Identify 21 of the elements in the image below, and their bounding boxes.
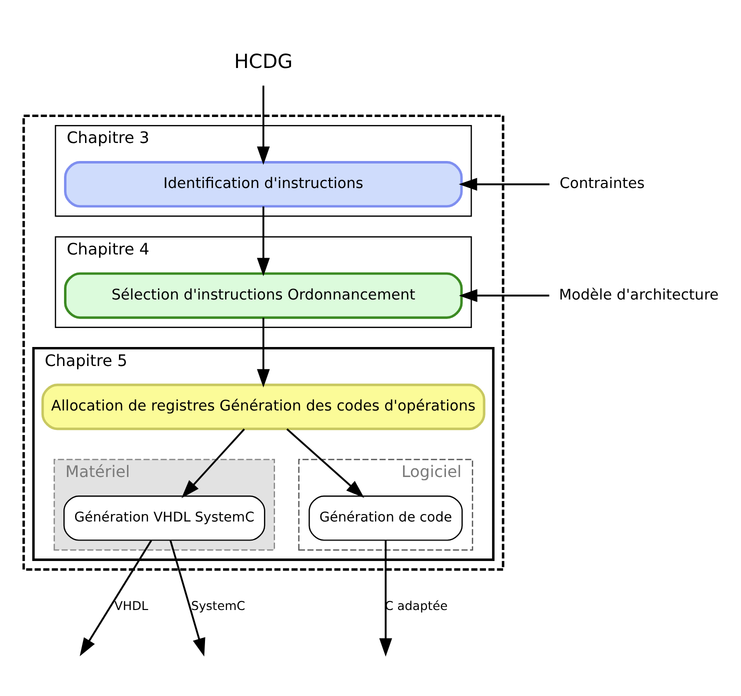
node-text: HCDG bbox=[234, 50, 292, 73]
arrow bbox=[79, 540, 152, 656]
arrow bbox=[378, 540, 392, 657]
arrow bbox=[458, 178, 549, 191]
cluster bbox=[22, 114, 504, 571]
edge-label: VHDL bbox=[114, 598, 148, 613]
node-box: Génération de code bbox=[308, 496, 462, 541]
arrow bbox=[181, 428, 244, 498]
node-text: Modèle d'architecture bbox=[558, 286, 718, 304]
arrow bbox=[256, 206, 270, 276]
arrow bbox=[458, 289, 549, 302]
arrow bbox=[286, 428, 364, 498]
arrow bbox=[256, 318, 270, 388]
node-box: Allocation de registres Génération des codes d'opérations bbox=[40, 384, 485, 430]
arrow bbox=[169, 540, 205, 657]
node-box: Identification d'instructions bbox=[64, 161, 462, 208]
node-box: Génération VHDL SystemC bbox=[62, 496, 265, 541]
arrow bbox=[256, 86, 270, 165]
edge-label: SystemC bbox=[190, 598, 245, 613]
node-text: Contraintes bbox=[559, 175, 644, 192]
node-box: Sélection d'instructions Ordonnancement bbox=[64, 272, 462, 319]
